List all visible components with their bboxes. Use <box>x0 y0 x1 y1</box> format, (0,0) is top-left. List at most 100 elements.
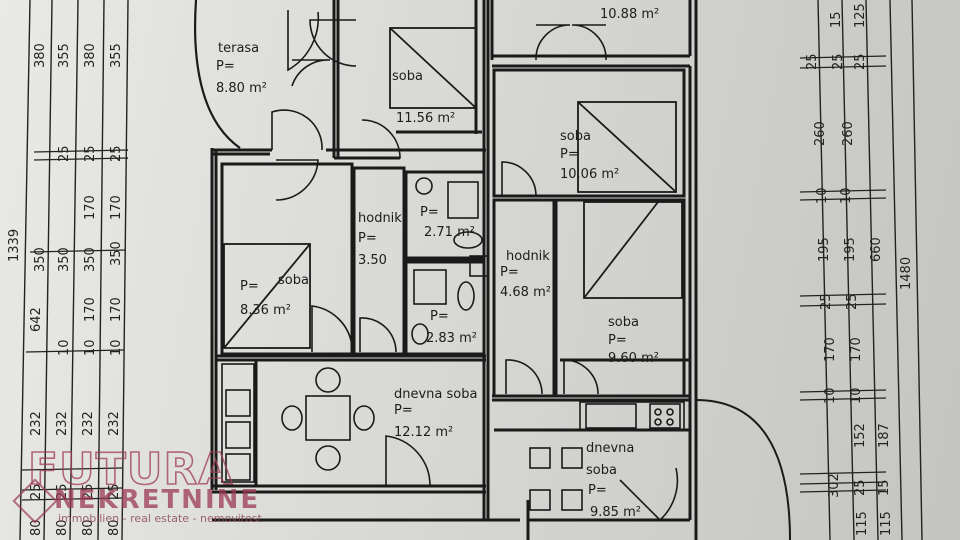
dim-label: 115 <box>879 511 894 536</box>
dim-label: 15 <box>829 11 844 28</box>
room-area: 2.71 m² <box>424 225 475 240</box>
dim-label: 25 <box>853 479 868 496</box>
dim-label: 170 <box>109 297 124 322</box>
dim-label: 170 <box>849 337 864 362</box>
dim-label: 25 <box>831 53 846 70</box>
dim-label: 302 <box>827 473 842 498</box>
room-area: 2.83 m² <box>426 331 477 346</box>
left-dimension-lines <box>19 0 129 540</box>
dim-label: 25 <box>81 483 96 500</box>
kitchen-units <box>221 363 685 511</box>
doors <box>271 10 679 522</box>
dim-label: 25 <box>55 483 70 500</box>
dim-label: 10 <box>849 387 864 404</box>
dim-label: 355 <box>57 43 72 68</box>
room-name: soba <box>392 69 423 84</box>
dim-label: 25 <box>805 53 820 70</box>
dim-label: 80 <box>81 519 96 536</box>
dim-label: 232 <box>107 411 122 436</box>
dim-label: 232 <box>81 411 96 436</box>
dim-label: 355 <box>109 43 124 68</box>
room-p: P= <box>588 483 607 498</box>
dim-label: 170 <box>83 195 98 220</box>
room-name: soba <box>586 463 617 478</box>
dim-label: 10 <box>109 339 124 356</box>
room-name: soba <box>278 273 309 288</box>
room-area: 8.36 m² <box>240 303 291 318</box>
room-name: dnevna <box>586 441 634 456</box>
dim-label: 170 <box>823 337 838 362</box>
dim-label: 25 <box>819 293 834 310</box>
logo-diamond-icon <box>12 478 58 524</box>
dim-label: 15 <box>877 479 892 496</box>
watermark-tagline: immobilien - real estate - nemovitost <box>58 512 263 525</box>
room-p: P= <box>430 309 449 324</box>
dim-label: 187 <box>877 423 892 448</box>
watermark-logo: FUTURA NEKRETNINE immobilien - real esta… <box>12 443 263 525</box>
dim-label: 115 <box>855 511 870 536</box>
dim-label: 10 <box>839 187 854 204</box>
dim-label: 195 <box>817 237 832 262</box>
room-p: P= <box>240 279 259 294</box>
room-area: 11.56 m² <box>396 111 455 126</box>
room-name: terasa <box>218 41 259 56</box>
dim-label: 660 <box>869 237 884 262</box>
right-dimension-labels: 25 15 125 25 25 260 260 10 10 195 195 66… <box>805 3 914 536</box>
room-p: P= <box>216 59 235 74</box>
dim-label: 350 <box>109 241 124 266</box>
dim-label: 232 <box>55 411 70 436</box>
room-area: 8.80 m² <box>216 81 267 96</box>
dim-label: 232 <box>29 411 44 436</box>
dim-label: 350 <box>33 247 48 272</box>
dim-label: 10 <box>815 187 830 204</box>
dim-label: 642 <box>29 307 44 332</box>
dim-label: 10 <box>83 339 98 356</box>
dim-label: 1339 <box>7 229 22 262</box>
room-p: P= <box>500 265 519 280</box>
walls <box>193 0 791 540</box>
dim-label: 260 <box>813 121 828 146</box>
room-area: 4.68 m² <box>500 285 551 300</box>
room-p: P= <box>394 403 413 418</box>
room-name: hodnik <box>506 249 550 264</box>
room-area: 10.88 m² <box>600 7 659 22</box>
room-area: 10.06 m² <box>560 167 619 182</box>
room-p: P= <box>560 147 579 162</box>
room-p: P= <box>420 205 439 220</box>
dim-label: 25 <box>57 145 72 162</box>
room-name: soba <box>560 129 591 144</box>
dim-label: 260 <box>841 121 856 146</box>
left-dimension-labels: 380 355 380 355 25 25 25 170 170 1339 35… <box>7 43 124 536</box>
bathroom-fixtures <box>411 177 489 345</box>
room-name: soba <box>608 315 639 330</box>
dim-label: 80 <box>107 519 122 536</box>
dim-label: 380 <box>33 43 48 68</box>
dim-label: 25 <box>109 145 124 162</box>
room-labels: terasa P= 8.80 m² soba 11.56 m² 10.88 m²… <box>216 7 659 520</box>
dim-label: 1480 <box>899 257 914 290</box>
room-name: dnevna soba <box>394 387 477 402</box>
room-area: 9.85 m² <box>590 505 641 520</box>
dim-label: 10 <box>823 387 838 404</box>
dim-label: 350 <box>57 247 72 272</box>
dim-label: 80 <box>29 519 44 536</box>
room-p: P= <box>608 333 627 348</box>
dim-label: 25 <box>853 53 868 70</box>
dim-label: 80 <box>55 519 70 536</box>
dim-label: 125 <box>853 3 868 28</box>
dim-label: 25 <box>107 483 122 500</box>
dim-label: 170 <box>109 195 124 220</box>
dim-label: 170 <box>83 297 98 322</box>
right-dimension-lines <box>799 0 923 540</box>
watermark-logo-top: FUTURA <box>28 444 233 495</box>
dim-label: 25 <box>83 145 98 162</box>
dining-table <box>281 367 375 471</box>
dim-label: 380 <box>83 43 98 68</box>
dim-label: 195 <box>843 237 858 262</box>
dim-label: 25 <box>29 483 44 500</box>
room-area: 9.60 m² <box>608 351 659 366</box>
dim-label: 152 <box>853 423 868 448</box>
room-area: 12.12 m² <box>394 425 453 440</box>
